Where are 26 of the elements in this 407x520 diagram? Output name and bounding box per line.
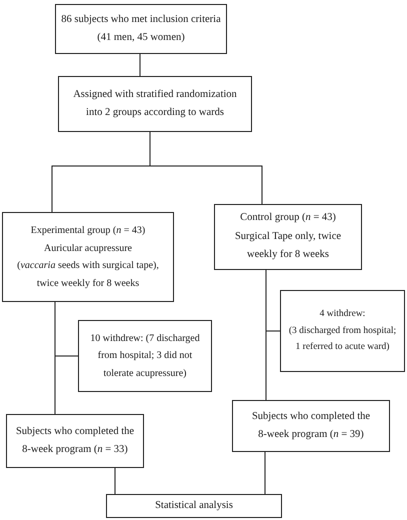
flow-box [6, 414, 144, 468]
flow-box [2, 212, 174, 302]
flow-box [106, 494, 282, 518]
box-text: Assigned with stratified randomization into 2 groups according to wards [72, 88, 238, 120]
box-text: 86 subjects who met inclusion criteria (41 men, 45 women) [61, 12, 221, 45]
box-text: 10 withdrew: (7 discharged from hospital; 3 did not tolerate acupressure) [89, 332, 201, 381]
box-text: (3 discharged from hospital; 1 referred to acute ward) [288, 324, 398, 354]
flow-box [78, 320, 212, 392]
flow-box [232, 400, 390, 452]
box-text: Subjects who completed the 8-week program (n = 33) [14, 424, 136, 457]
box-text: Subjects who completed the 8-week program (n = 39) [250, 410, 372, 442]
flow-box [58, 76, 252, 132]
flow-box [214, 204, 362, 270]
box-heading: Experimental group (n = 43) [30, 224, 146, 238]
flow-box [55, 4, 227, 54]
flow-box [280, 290, 405, 372]
connector-line [264, 452, 266, 494]
box-text: Auricular acupressure [44, 242, 132, 256]
connector-line [114, 468, 116, 494]
connector-line [150, 132, 262, 204]
box-text: Surgical Tape only, twice weekly for 8 weeks [234, 230, 342, 262]
connector-line [54, 302, 56, 414]
box-text: Statistical analysis [155, 498, 233, 513]
box-text: (vaccaria seeds with surgical tape), twice weekly for 8 weeks [16, 259, 160, 290]
box-heading: 4 withdrew: [320, 308, 366, 322]
box-heading: Control group (n = 43) [240, 211, 336, 226]
